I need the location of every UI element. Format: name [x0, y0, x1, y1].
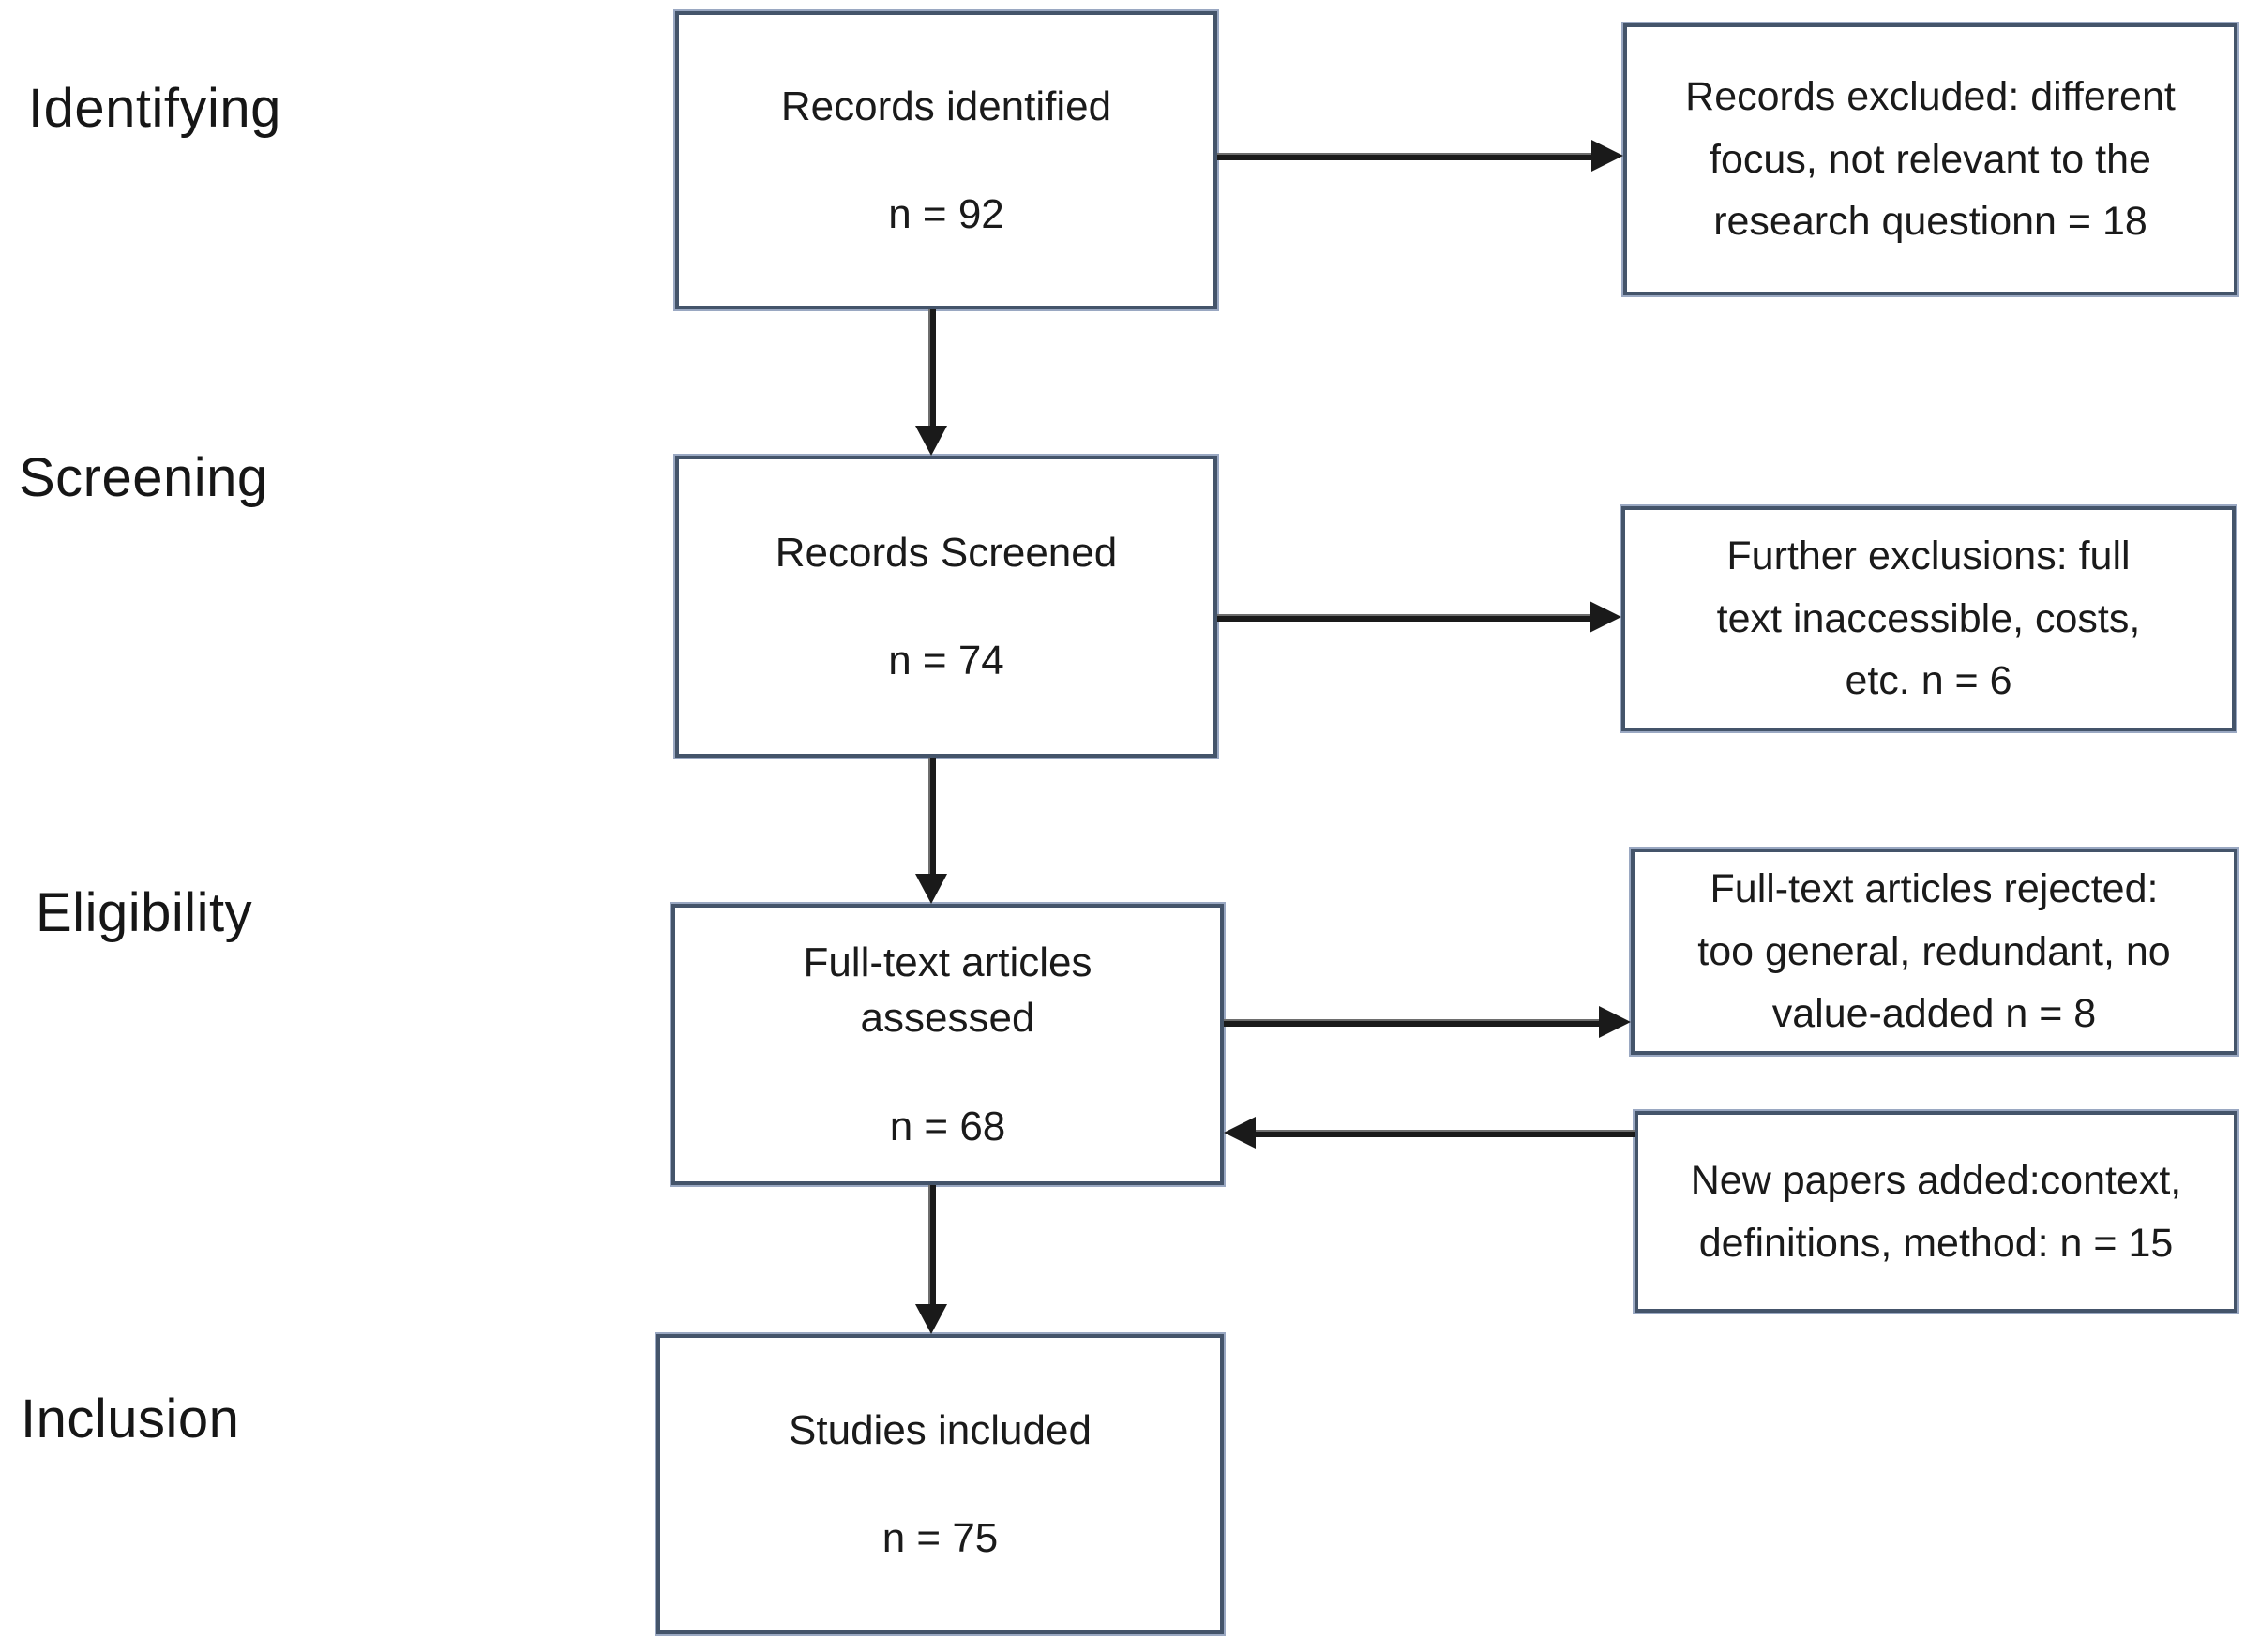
- box-count-studies-included: n = 75: [881, 1515, 999, 1561]
- flow-box-further-exclusions: Further exclusions: full text inaccessib…: [1621, 506, 2236, 731]
- arrow-assessed-to-rejected-line: [1224, 1019, 1600, 1027]
- box-text-fulltext-rejected: Full-text articles rejected: too general…: [1697, 866, 2171, 1037]
- arrow-identified-to-excluded-line: [1217, 153, 1592, 160]
- flow-box-new-papers-added: New papers added:context, definitions, m…: [1635, 1111, 2237, 1313]
- arrow-newpapers-to-assessed-line: [1256, 1130, 1635, 1137]
- stage-label-eligibility: Eligibility: [36, 882, 253, 943]
- stage-label-screening: Screening: [19, 447, 268, 508]
- arrow-newpapers-to-assessed-head-icon: [1224, 1117, 1256, 1149]
- stage-label-identifying: Identifying: [28, 78, 281, 139]
- box-title-records-screened: Records Screened: [775, 529, 1118, 576]
- arrow-screened-to-assessed-head-icon: [915, 874, 947, 904]
- arrow-assessed-to-included-line: [928, 1185, 936, 1306]
- arrow-assessed-to-included-head-icon: [915, 1304, 947, 1334]
- arrow-assessed-to-rejected-head-icon: [1599, 1006, 1631, 1038]
- box-count-fulltext-assessed: n = 68: [889, 1103, 1006, 1149]
- box-text-new-papers-added: New papers added:context, definitions, m…: [1690, 1157, 2182, 1266]
- flow-box-records-identified: Records identified n = 92: [675, 11, 1217, 309]
- stage-label-inclusion: Inclusion: [21, 1389, 240, 1449]
- arrow-identified-to-screened-head-icon: [915, 426, 947, 456]
- arrow-screened-to-further-line: [1217, 614, 1590, 622]
- flow-box-studies-included: Studies included n = 75: [656, 1334, 1224, 1634]
- box-text-records-excluded: Records excluded: different focus, not r…: [1685, 74, 2176, 245]
- box-text-further-exclusions: Further exclusions: full text inaccessib…: [1716, 533, 2141, 704]
- flow-box-fulltext-assessed: Full-text articles assessed n = 68: [671, 904, 1224, 1185]
- flow-box-fulltext-rejected: Full-text articles rejected: too general…: [1631, 849, 2237, 1055]
- box-title-records-identified: Records identified: [780, 83, 1112, 129]
- box-title-fulltext-assessed: Full-text articles assessed: [803, 939, 1092, 1042]
- arrow-screened-to-further-head-icon: [1590, 601, 1621, 633]
- arrow-identified-to-excluded-head-icon: [1591, 140, 1623, 172]
- arrow-identified-to-screened-line: [928, 309, 936, 427]
- flow-box-records-screened: Records Screened n = 74: [675, 456, 1217, 758]
- arrow-screened-to-assessed-line: [928, 758, 936, 876]
- flow-box-records-excluded: Records excluded: different focus, not r…: [1623, 23, 2237, 295]
- box-count-records-screened: n = 74: [888, 638, 1004, 683]
- box-title-studies-included: Studies included: [789, 1406, 1092, 1453]
- box-count-records-identified: n = 92: [888, 191, 1004, 237]
